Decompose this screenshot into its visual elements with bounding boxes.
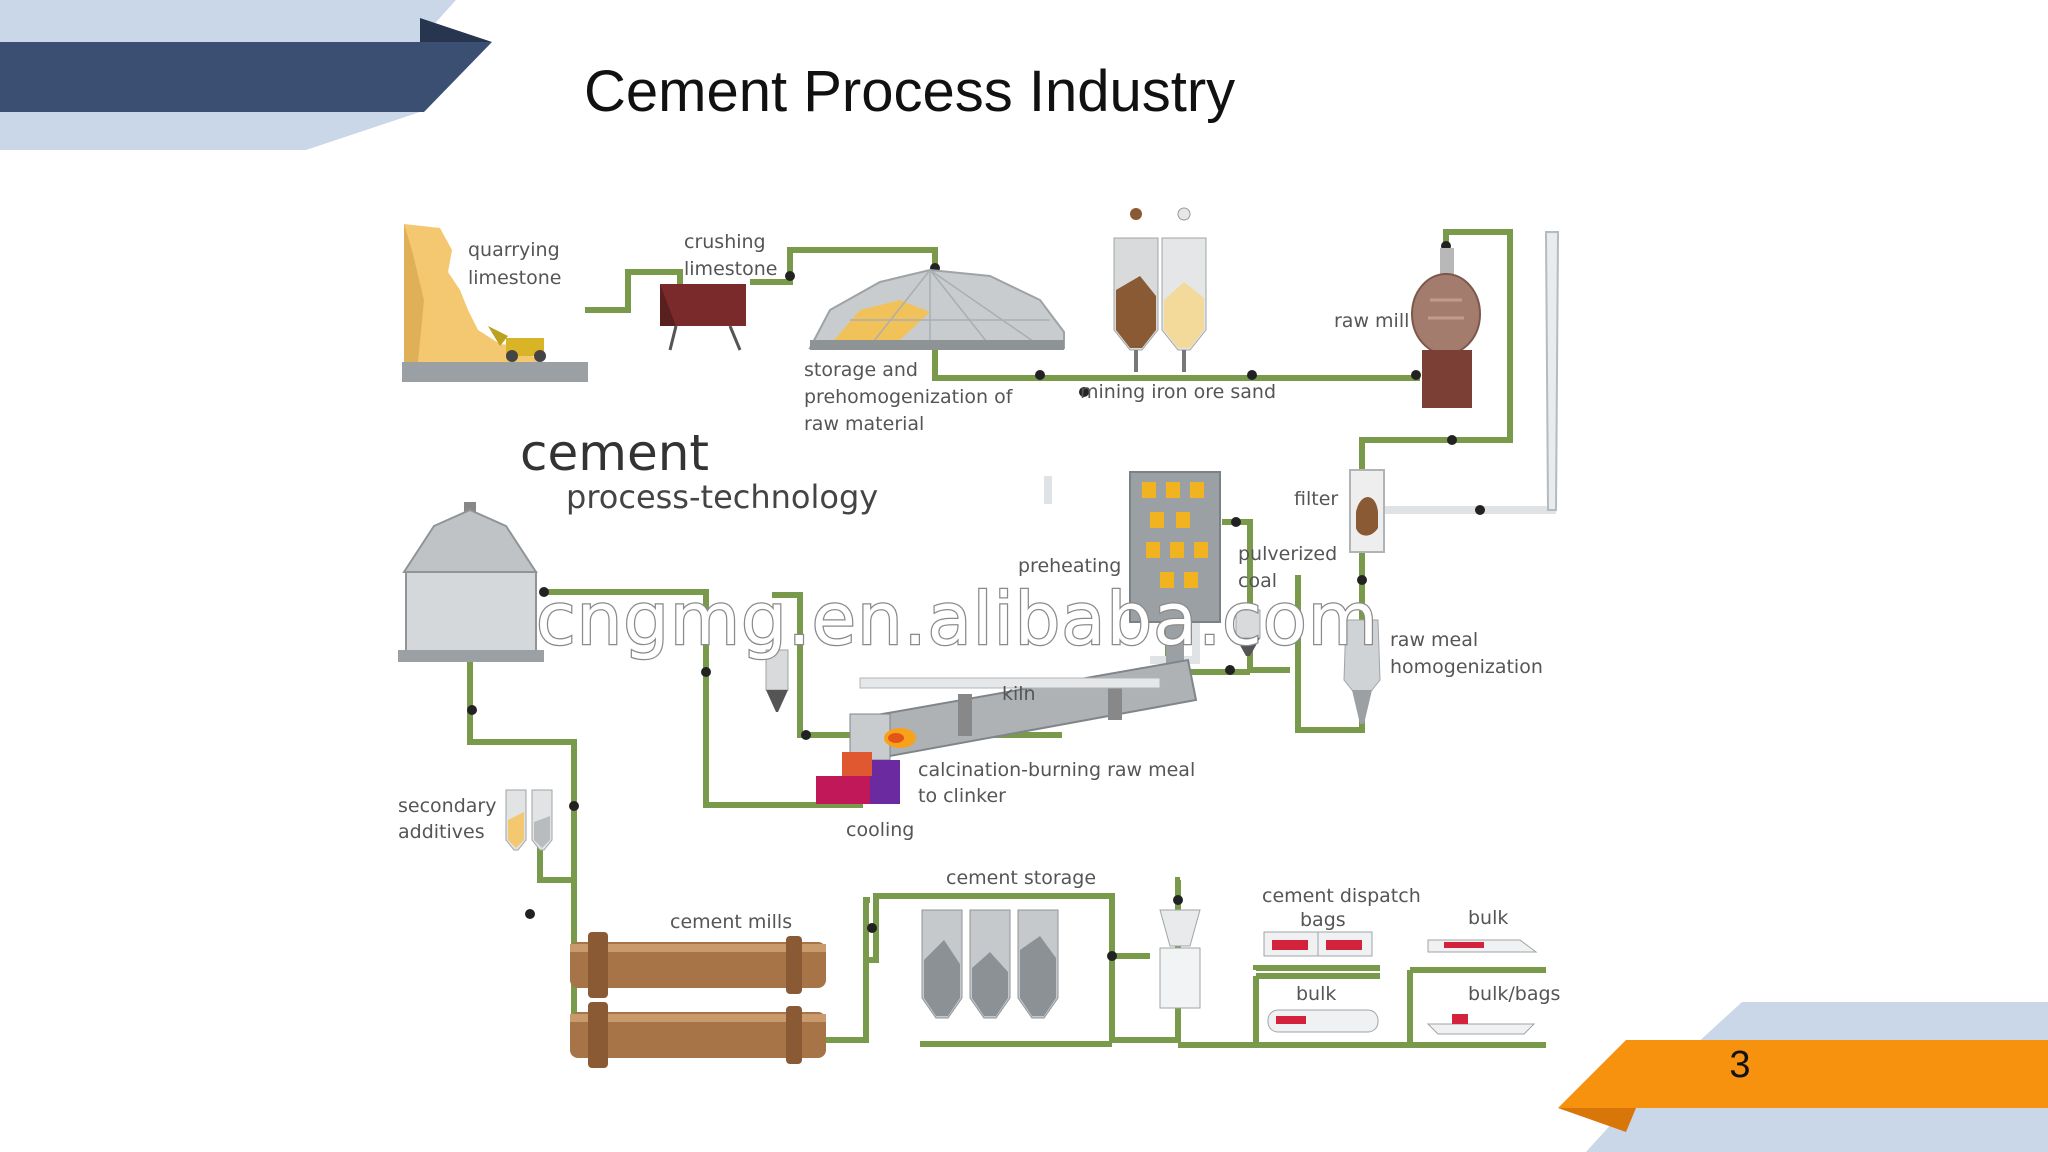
label-homogenization: homogenization (1390, 656, 1543, 678)
label-cooling: cooling (846, 819, 914, 841)
chimney-illustration (1544, 231, 1560, 511)
bags-truck-icon (1263, 931, 1373, 957)
label-coal: coal (1238, 570, 1277, 592)
label-pulverized: pulverized (1238, 543, 1337, 565)
rotary-kiln (849, 658, 1198, 762)
bulk-bags-ship-icon (1426, 1014, 1536, 1035)
label-quarrying: quarrying (468, 239, 560, 261)
label-crushing-limestone: limestone (684, 258, 777, 280)
label-crushing: crushing (684, 231, 766, 253)
label-raw-meal: raw meal (1390, 629, 1478, 651)
label-to-clinker: to clinker (918, 785, 1006, 807)
coal-feed-silo (765, 649, 789, 712)
crusher-illustration (660, 284, 746, 351)
bulk-train-icon (1427, 939, 1538, 953)
label-filter: filter (1294, 488, 1338, 510)
top-left-dark-band (0, 42, 492, 112)
label-storage: storage and (804, 359, 918, 381)
storage-dome-illustration (808, 268, 1065, 350)
label-bulk-truck: bulk (1296, 983, 1336, 1005)
label-cement-dispatch: cement dispatch (1262, 885, 1421, 907)
quarry-illustration (402, 224, 588, 382)
cement-mills (570, 932, 826, 1068)
diagram-labels: quarrying limestone crushing limestone s… (398, 231, 1560, 1005)
label-additives: additives (398, 821, 485, 843)
cement-storage-silos (921, 909, 1059, 1019)
label-bulk-train: bulk (1468, 907, 1508, 929)
secondary-additive-silos (505, 789, 553, 851)
page-number: 3 (1729, 1044, 1751, 1086)
watermark: cngmg.en.alibaba.com (536, 577, 1379, 661)
raw-mill-illustration (1411, 248, 1481, 408)
label-quarrying-limestone: limestone (468, 267, 561, 289)
preheater-tower (1129, 471, 1221, 672)
label-secondary: secondary (398, 795, 496, 817)
excavator-icon (488, 326, 546, 362)
bottom-right-dark-orange (1558, 1108, 1636, 1132)
label-cement-mills: cement mills (670, 911, 792, 933)
label-raw-mill: raw mill (1334, 310, 1409, 332)
label-prehomogenization: prehomogenization of (804, 386, 1014, 408)
label-raw-material: raw material (804, 413, 924, 435)
bottom-right-orange-band (1558, 1040, 2048, 1108)
label-bags: bags (1300, 909, 1346, 931)
label-bulk-bags: bulk/bags (1468, 983, 1560, 1005)
label-calcination: calcination-burning raw meal (918, 759, 1195, 781)
label-cement-storage: cement storage (946, 867, 1096, 889)
label-preheating: preheating (1018, 555, 1121, 577)
label-kiln: kiln (1002, 683, 1036, 705)
slide-title: Cement Process Industry (584, 59, 1236, 124)
bulk-truck-icon (1267, 1009, 1379, 1033)
raw-material-silos (1113, 207, 1207, 372)
clinker-silo (398, 502, 544, 662)
top-left-dark-accent (420, 18, 492, 42)
filter-illustration (1349, 469, 1385, 553)
packing-machine (1159, 909, 1201, 1009)
diagram-subheading: process-technology (566, 478, 878, 516)
pulverized-coal-silo (1235, 609, 1261, 656)
dispatch-vehicles (1263, 931, 1538, 1035)
homogenization-silo (1343, 619, 1381, 724)
label-mining: mining iron ore sand (1080, 381, 1276, 403)
diagram-heading: cement (520, 424, 709, 482)
clinker-cooler (816, 752, 900, 804)
